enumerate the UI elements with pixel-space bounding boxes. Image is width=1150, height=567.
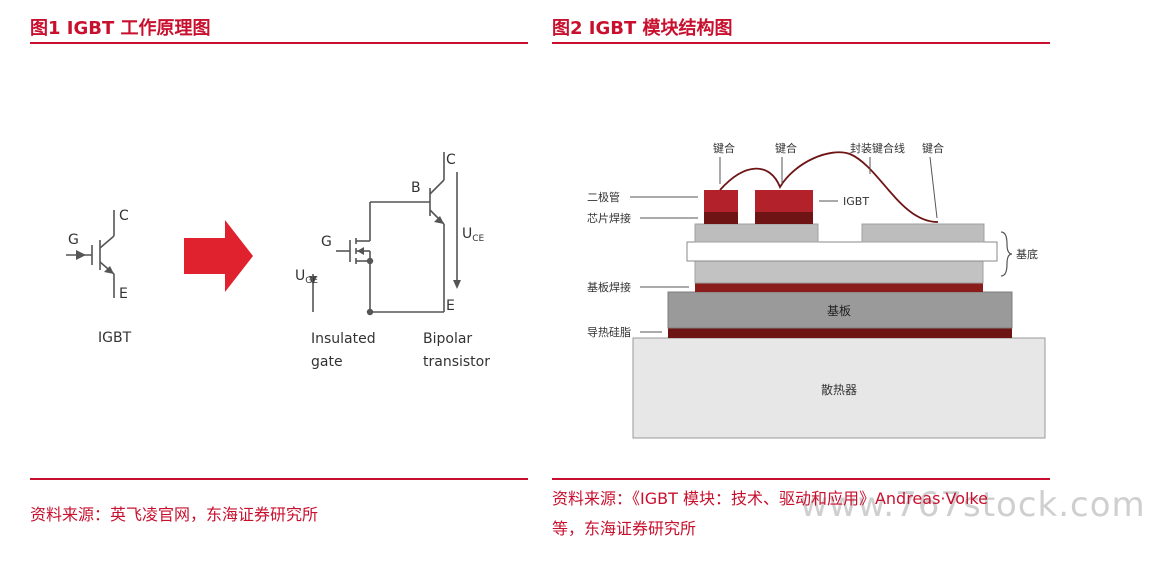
insulated-gate-label-1: Insulated	[311, 331, 376, 347]
diode-label: 二极管	[587, 190, 620, 204]
watermark: www.767stock.com	[800, 485, 1146, 525]
junction-dot-upper	[366, 257, 374, 265]
fig2-title: 图2 IGBT 模块结构图	[552, 18, 733, 39]
baseplate-layer	[667, 291, 1013, 329]
uce-arrow-head-icon	[453, 280, 461, 289]
fig1-source-rule	[30, 478, 528, 480]
symbol-collector-label: C	[119, 208, 129, 224]
bipolar-transistor-label-2: transistor	[423, 354, 490, 370]
bipolar-transistor-label-1: Bipolar	[423, 331, 472, 347]
circuit-base-label: B	[411, 180, 421, 196]
lower-copper-layer	[694, 260, 984, 284]
substrate-solder-label: 基板焊接	[587, 280, 631, 294]
igbt-label: IGBT	[843, 195, 869, 208]
baseplate-label: 基板	[827, 304, 851, 318]
uge-arrow-head-icon	[309, 276, 317, 285]
heatsink-layer	[632, 337, 1046, 439]
fig1-source: 资料来源：英飞凌官网，东海证券研究所	[30, 505, 319, 524]
igbt-solder	[755, 212, 813, 224]
fig2-title-rule	[552, 42, 1050, 44]
uce-label: UCE	[462, 226, 485, 244]
bond-label-3: 键合	[922, 141, 944, 155]
mos-arrow-icon	[357, 247, 364, 255]
chip-solder-label: 芯片焊接	[587, 211, 631, 225]
junction-dot-lower	[366, 308, 374, 316]
thermal-grease-layer	[668, 328, 1012, 338]
diode-chip	[704, 190, 738, 212]
fig2-source-line2: 等，东海证券研究所	[552, 519, 697, 538]
symbol-caption: IGBT	[98, 330, 132, 346]
igbt-module-structure-diagram: 散热器 基板 键合 键合 封装键合线 键合 二极管 芯片焊接 基板焊接 导热硅脂…	[587, 141, 1046, 439]
igbt-principle-diagram: G C E IGBT G B C E UCE UGE Insulated gat…	[66, 152, 490, 370]
emitter-arrow-icon	[104, 266, 114, 274]
gate-arrow-icon	[76, 250, 86, 260]
substrate-label: 基底	[1016, 247, 1038, 261]
fig1-title-rule	[30, 42, 528, 44]
ceramic-layer	[686, 241, 998, 262]
igbt-chip	[755, 190, 813, 212]
upper-copper-right	[861, 223, 985, 243]
circuit-collector-label: C	[446, 152, 456, 168]
thermal-grease-label: 导热硅脂	[587, 325, 631, 339]
uge-label: UGE	[295, 268, 318, 286]
bond-wire	[719, 151, 939, 223]
symbol-gate-label: G	[68, 232, 79, 248]
bond-label-1: 键合	[713, 141, 735, 155]
circuit-gate-label: G	[321, 234, 332, 250]
insulated-gate-label-2: gate	[311, 354, 343, 370]
bond-pointer-3	[929, 156, 938, 219]
heatsink-label: 散热器	[821, 382, 857, 397]
circuit-emitter-label: E	[446, 298, 455, 314]
symbol-emitter-label: E	[119, 286, 128, 302]
bjt-arrow-icon	[434, 216, 444, 224]
bond-label-2: 键合	[775, 141, 797, 155]
substrate-solder-layer	[695, 283, 983, 292]
fig2-source-rule	[552, 478, 1050, 480]
transform-arrow-icon	[184, 220, 253, 292]
diode-solder	[704, 212, 738, 224]
substrate-brace-icon	[1000, 231, 1013, 277]
package-wire-label: 封装键合线	[850, 141, 905, 155]
fig1-title: 图1 IGBT 工作原理图	[30, 18, 211, 39]
fig2-source-line1: 资料来源：《IGBT 模块：技术、驱动和应用》Andreas·Volke	[552, 489, 988, 508]
upper-copper-left	[694, 223, 819, 243]
